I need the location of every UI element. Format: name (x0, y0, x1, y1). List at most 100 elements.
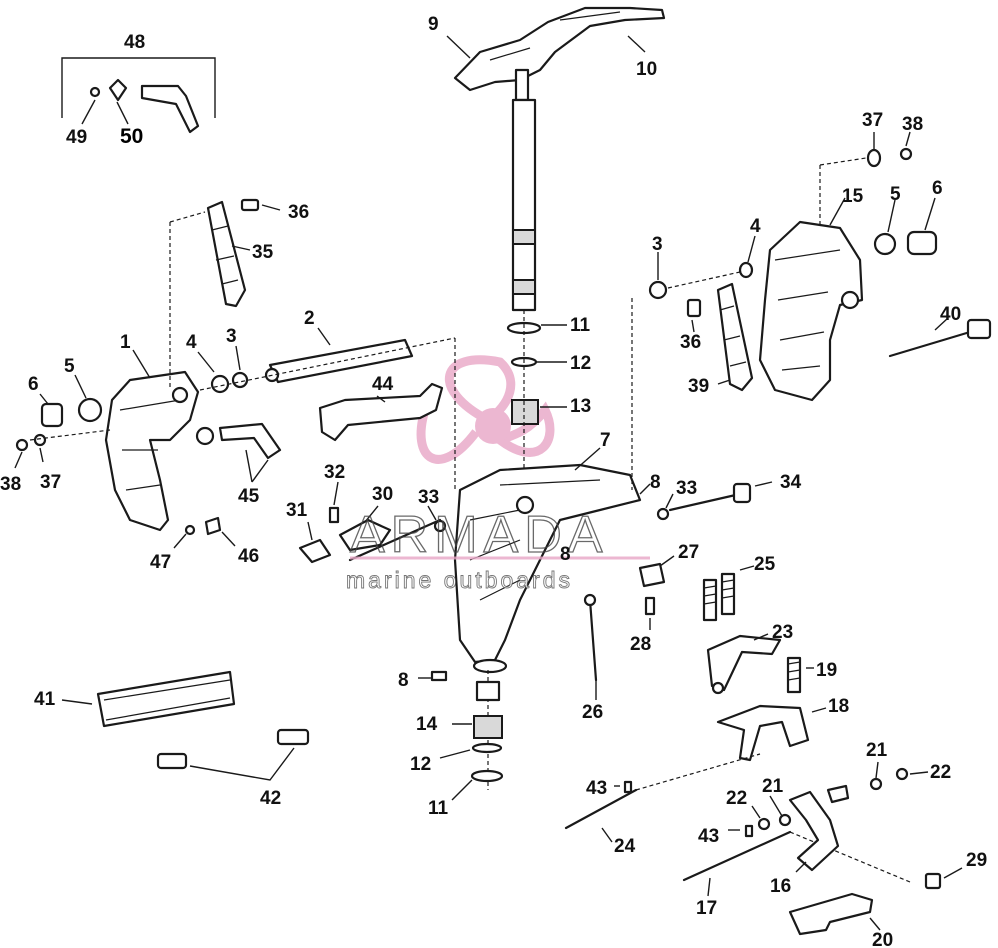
callout-45: 45 (238, 486, 260, 507)
callout-42: 42 (260, 788, 281, 809)
lever-45 (218, 422, 282, 483)
callout-17: 17 (696, 898, 717, 919)
springs-25 (702, 565, 755, 622)
callout-6-left: 6 (28, 374, 39, 395)
callout-47: 47 (150, 552, 171, 573)
callout-29: 29 (966, 850, 987, 871)
lever-30-group (298, 481, 447, 564)
callout-11-bottom: 11 (428, 798, 449, 819)
callout-32: 32 (324, 462, 345, 483)
callout-13: 13 (570, 396, 591, 417)
callout-22-left: 22 (726, 788, 747, 809)
callout-15: 15 (842, 186, 864, 207)
callout-21-left: 21 (762, 776, 784, 797)
link-35 (169, 198, 281, 390)
lower-bushings (418, 670, 504, 801)
callout-36-left: 36 (288, 202, 309, 223)
bracket-16 (751, 761, 929, 873)
callout-11-top: 11 (570, 315, 591, 336)
callout-1: 1 (120, 332, 131, 353)
callout-38-right: 38 (902, 114, 923, 135)
callout-2: 2 (304, 308, 315, 329)
lever-18 (716, 704, 827, 762)
bolt-34 (639, 481, 773, 521)
armada-propeller-logo (416, 355, 555, 464)
tiller-handle (446, 6, 666, 102)
callout-50: 50 (120, 125, 143, 148)
callout-7: 7 (600, 430, 611, 451)
right-clamp-bracket (758, 197, 864, 402)
callout-19: 19 (816, 660, 837, 681)
callout-22-right: 22 (930, 762, 951, 783)
callout-5-right: 5 (890, 184, 901, 205)
callout-14: 14 (416, 714, 438, 735)
callout-8-center: 8 (560, 544, 571, 565)
bolt-40 (888, 317, 992, 358)
callout-26: 26 (582, 702, 603, 723)
callout-39: 39 (688, 376, 709, 397)
callout-8-right: 8 (650, 472, 661, 493)
callout-3-left: 3 (226, 326, 237, 347)
callout-44: 44 (372, 374, 394, 395)
callout-37-right: 37 (862, 110, 883, 131)
callout-35: 35 (252, 242, 274, 263)
callout-49: 49 (66, 127, 87, 148)
swivel-bracket (453, 447, 642, 674)
bracket-23 (706, 633, 782, 695)
part-20 (788, 867, 963, 936)
steering-shaft (506, 98, 567, 470)
callout-41: 41 (34, 689, 56, 710)
callout-4-left: 4 (186, 332, 197, 353)
handle-44 (318, 382, 444, 442)
callout-48: 48 (124, 32, 145, 53)
callout-labels: 48 49 50 9 10 36 35 2 1 4 3 5 6 44 38 37… (0, 14, 987, 948)
callout-38-left: 38 (0, 474, 21, 495)
callout-12-bottom: 12 (410, 754, 431, 775)
left-fasteners (14, 374, 111, 469)
rod-24 (564, 753, 761, 843)
callout-8-lower: 8 (398, 670, 409, 691)
callout-3-right: 3 (652, 234, 663, 255)
callout-23: 23 (772, 622, 793, 643)
callout-6-right: 6 (932, 178, 943, 199)
parts-26-27-28 (583, 555, 675, 700)
kit-48-group (61, 57, 216, 134)
callout-37-left: 37 (40, 472, 61, 493)
watermark-brand: ARMADA (350, 506, 608, 564)
left-clamp-bracket (104, 349, 215, 532)
right-fasteners (631, 131, 938, 490)
parts-46-47 (173, 516, 236, 549)
callout-10: 10 (636, 59, 657, 80)
screws-42 (156, 728, 310, 781)
callout-43-upper: 43 (586, 778, 607, 799)
link-39 (686, 282, 754, 392)
callout-4-right: 4 (750, 216, 761, 237)
callout-33-right: 33 (676, 478, 697, 499)
callout-27: 27 (678, 542, 699, 563)
callout-46: 46 (238, 546, 259, 567)
callout-30: 30 (372, 484, 393, 505)
tilt-tube (197, 327, 456, 490)
callout-34: 34 (780, 472, 802, 493)
callout-16: 16 (770, 876, 791, 897)
callout-36-right: 36 (680, 332, 701, 353)
callout-5-left: 5 (64, 356, 75, 377)
callout-20: 20 (872, 930, 893, 948)
plate-41 (61, 670, 236, 728)
rod-17 (682, 824, 911, 897)
callout-31: 31 (286, 500, 308, 521)
callout-18: 18 (828, 696, 849, 717)
spring-19 (786, 656, 814, 694)
callout-40: 40 (940, 304, 961, 325)
watermark-tagline: marine outboards (346, 567, 573, 593)
callout-33-left: 33 (418, 487, 439, 508)
callout-9: 9 (428, 14, 439, 35)
armada-watermark: ARMADA marine outboards (346, 505, 650, 593)
callout-43-lower: 43 (698, 826, 719, 847)
callout-24: 24 (614, 836, 636, 857)
callout-25: 25 (754, 554, 776, 575)
callout-21-right: 21 (866, 740, 888, 761)
callout-28: 28 (630, 634, 651, 655)
callout-12-top: 12 (570, 353, 591, 374)
